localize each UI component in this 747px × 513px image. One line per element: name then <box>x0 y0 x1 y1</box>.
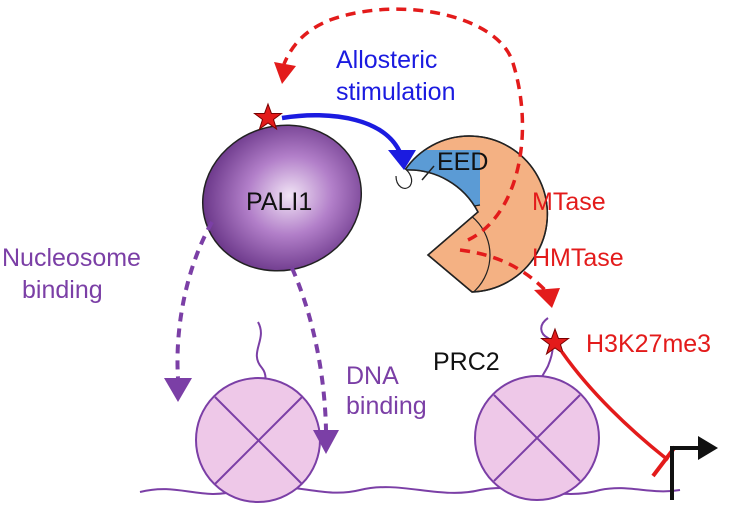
dna-binding-arrowhead <box>313 430 339 454</box>
nucleosome-right <box>474 317 600 501</box>
mtase-label: MTase <box>532 188 606 216</box>
star-icon <box>540 327 570 356</box>
nucleosome-left <box>195 321 321 503</box>
eed-subunit <box>405 150 480 250</box>
prc2-complex <box>395 135 549 293</box>
star-icon <box>253 102 283 131</box>
allosteric-arrowhead <box>388 150 416 170</box>
eed-label: EED <box>437 148 488 176</box>
prc2-label: PRC2 <box>433 348 500 376</box>
allosteric-label-line1: Allosteric <box>336 46 437 74</box>
hmtase-arrowhead <box>534 288 560 308</box>
pali1-label: PALI1 <box>246 188 312 216</box>
nucleosome-binding-label-line1: Nucleosome <box>2 244 141 272</box>
hmtase-arrow <box>459 248 547 292</box>
allosteric-arrow <box>281 112 405 159</box>
hmtase-label: HMTase <box>532 244 624 272</box>
repression-line <box>560 350 670 462</box>
dna-binding-label-line1: DNA <box>346 362 399 390</box>
nucleosome-binding-arrow <box>175 221 214 379</box>
dna-binding-label-line2: binding <box>346 392 427 420</box>
dna-binding-arrow <box>290 267 328 431</box>
nucleosome-binding-arrowhead <box>164 378 192 402</box>
mtase-loop-arrowhead <box>274 62 296 84</box>
h3k27me3-label: H3K27me3 <box>586 330 711 358</box>
promoter-arrow-icon <box>670 436 718 500</box>
pali1-protein <box>201 124 363 272</box>
allosteric-label-line2: stimulation <box>336 78 456 106</box>
nucleosome-binding-label-line2: binding <box>22 276 103 304</box>
